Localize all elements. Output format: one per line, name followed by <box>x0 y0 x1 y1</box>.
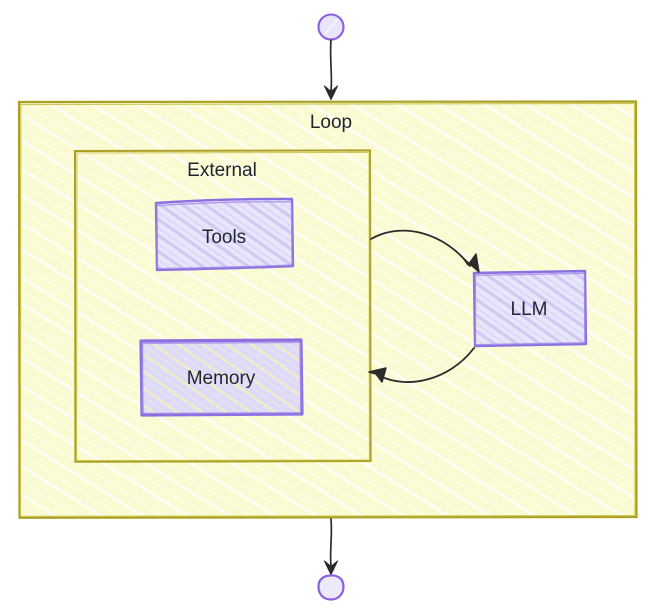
node-llm[interactable]: LLM <box>472 269 588 348</box>
edge-llm-to-external <box>368 347 475 383</box>
node-llm-border <box>472 269 588 348</box>
edge-loop-to-end <box>323 518 339 576</box>
edge-start-to-loop <box>323 39 339 101</box>
container-loop-border-sketch <box>19 102 636 517</box>
node-llm-hatch <box>474 271 586 346</box>
edge-external-to-llm-path <box>370 229 471 267</box>
edge-start-to-loop-path <box>329 39 333 92</box>
node-memory-border-sketch <box>141 341 302 415</box>
start-node[interactable] <box>317 13 345 41</box>
edge-external-to-llm-arrowhead <box>462 253 480 273</box>
node-llm-label: LLM <box>511 299 548 320</box>
container-external-border-sketch <box>73 151 370 462</box>
node-memory[interactable]: Memory <box>139 338 304 417</box>
node-tools-border <box>154 197 295 272</box>
node-memory-hatch <box>141 340 302 415</box>
start-node-shine <box>324 19 338 35</box>
end-node[interactable] <box>317 574 345 601</box>
node-memory-label: Memory <box>187 368 256 389</box>
end-node-blob <box>317 574 345 601</box>
container-loop-label: Loop <box>310 112 352 133</box>
edge-loop-to-end-arrowhead <box>323 560 339 576</box>
node-tools-border-sketch <box>156 201 293 270</box>
node-tools[interactable]: Tools <box>154 197 295 272</box>
container-external-label: External <box>187 160 257 181</box>
edge-external-to-llm <box>370 229 480 273</box>
node-tools-hatch <box>156 199 293 270</box>
edge-start-to-loop-arrowhead <box>323 85 339 101</box>
edge-llm-to-external-arrowhead <box>368 367 387 383</box>
container-external-border <box>73 149 372 463</box>
edge-llm-to-external-path <box>377 347 475 383</box>
node-tools-label: Tools <box>202 227 246 248</box>
node-memory-border <box>139 338 304 417</box>
container-loop-border <box>17 100 638 519</box>
node-llm-border-sketch <box>474 272 586 346</box>
edge-loop-to-end-path <box>329 518 333 567</box>
